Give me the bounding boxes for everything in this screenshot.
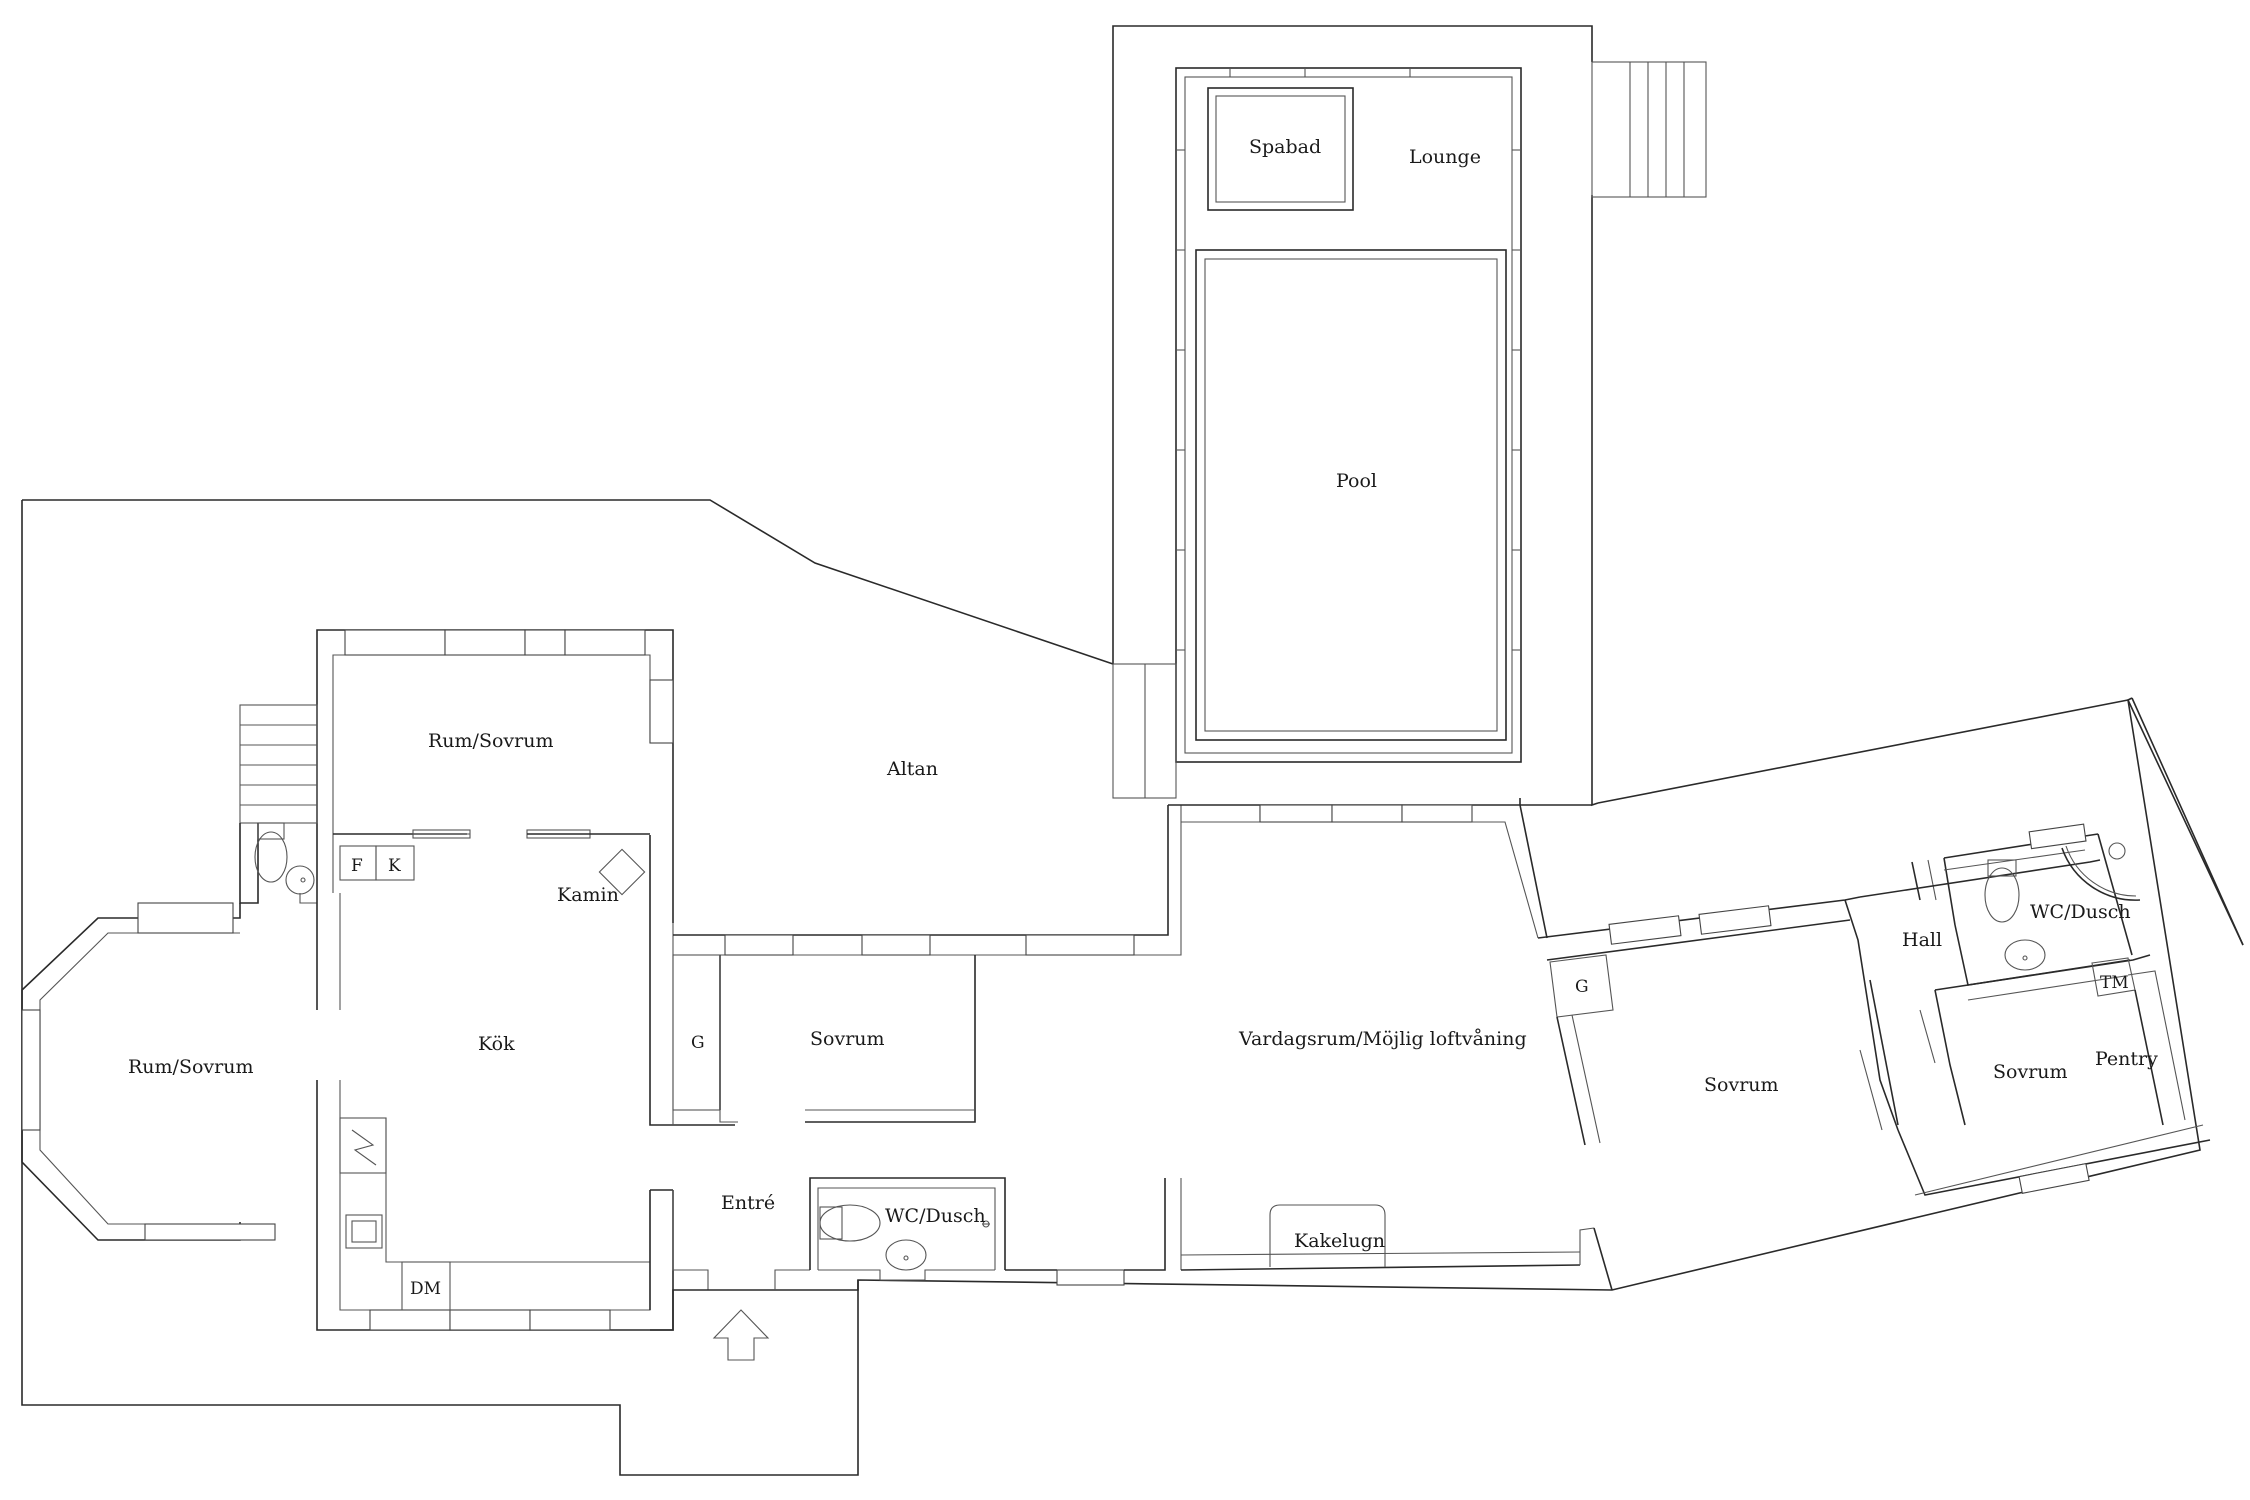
sink-icon xyxy=(2004,939,2046,971)
sink-icon xyxy=(885,1239,927,1271)
label-dishwasher: DM xyxy=(410,1279,441,1299)
label-washing-machine: TM xyxy=(2100,973,2129,993)
label-entre: Entré xyxy=(721,1192,775,1214)
shower-icon xyxy=(982,1220,990,1228)
label-kamin: Kamin xyxy=(557,884,619,906)
label-sovrum-center: Sovrum xyxy=(810,1028,885,1050)
label-sovrum-right2: Sovrum xyxy=(1993,1061,2068,1083)
label-spabad: Spabad xyxy=(1249,136,1321,158)
label-wc-dusch-center: WC/Dusch xyxy=(885,1205,986,1227)
toilet-icon xyxy=(1984,859,2020,923)
wardrobe-right xyxy=(1549,954,1614,1018)
label-sovrum-right1: Sovrum xyxy=(1704,1074,1779,1096)
label-hall: Hall xyxy=(1902,929,1942,951)
label-kakelugn: Kakelugn xyxy=(1294,1230,1385,1252)
label-pool: Pool xyxy=(1336,470,1377,492)
pool-basin xyxy=(1195,249,1507,741)
tiled-stove xyxy=(1269,1204,1386,1267)
label-wardrobe-center: G xyxy=(691,1033,705,1053)
sink-icon xyxy=(345,1214,383,1249)
toilet-icon xyxy=(254,822,288,883)
label-wc-dusch-right: WC/Dusch xyxy=(2030,901,2131,923)
label-fridge: F xyxy=(351,856,363,876)
label-vardagsrum: Vardagsrum/Möjlig loftvåning xyxy=(1238,1028,1527,1050)
pool-house xyxy=(1112,67,1522,799)
label-kok: Kök xyxy=(478,1033,515,1055)
label-rum-sovrum-left: Rum/Sovrum xyxy=(128,1056,254,1078)
plot-outline xyxy=(21,25,2244,1476)
living-room xyxy=(1168,798,1613,1291)
sink-icon xyxy=(285,865,315,895)
label-lounge: Lounge xyxy=(1409,146,1481,168)
toilet-icon xyxy=(819,1204,881,1242)
dishwasher xyxy=(401,1261,451,1311)
label-altan: Altan xyxy=(886,758,938,780)
shower-icon xyxy=(2108,842,2126,860)
shower-door-arc xyxy=(2061,847,2141,901)
freezer xyxy=(375,845,415,881)
right-wing xyxy=(1537,823,2211,1196)
label-freezer: K xyxy=(388,856,401,876)
steps-top-right xyxy=(1591,61,1707,198)
label-pentry: Pentry xyxy=(2095,1048,2158,1070)
center-block xyxy=(649,805,1182,1331)
left-wing xyxy=(21,629,735,1331)
fireplace xyxy=(598,848,646,896)
label-rum-sovrum-top: Rum/Sovrum xyxy=(428,730,554,752)
entrance-arrow-icon xyxy=(712,1309,770,1361)
stove-icon xyxy=(339,1117,387,1174)
spa-tub xyxy=(1207,87,1354,211)
label-wardrobe-right: G xyxy=(1575,977,1589,997)
wardrobe-center xyxy=(672,954,721,1111)
